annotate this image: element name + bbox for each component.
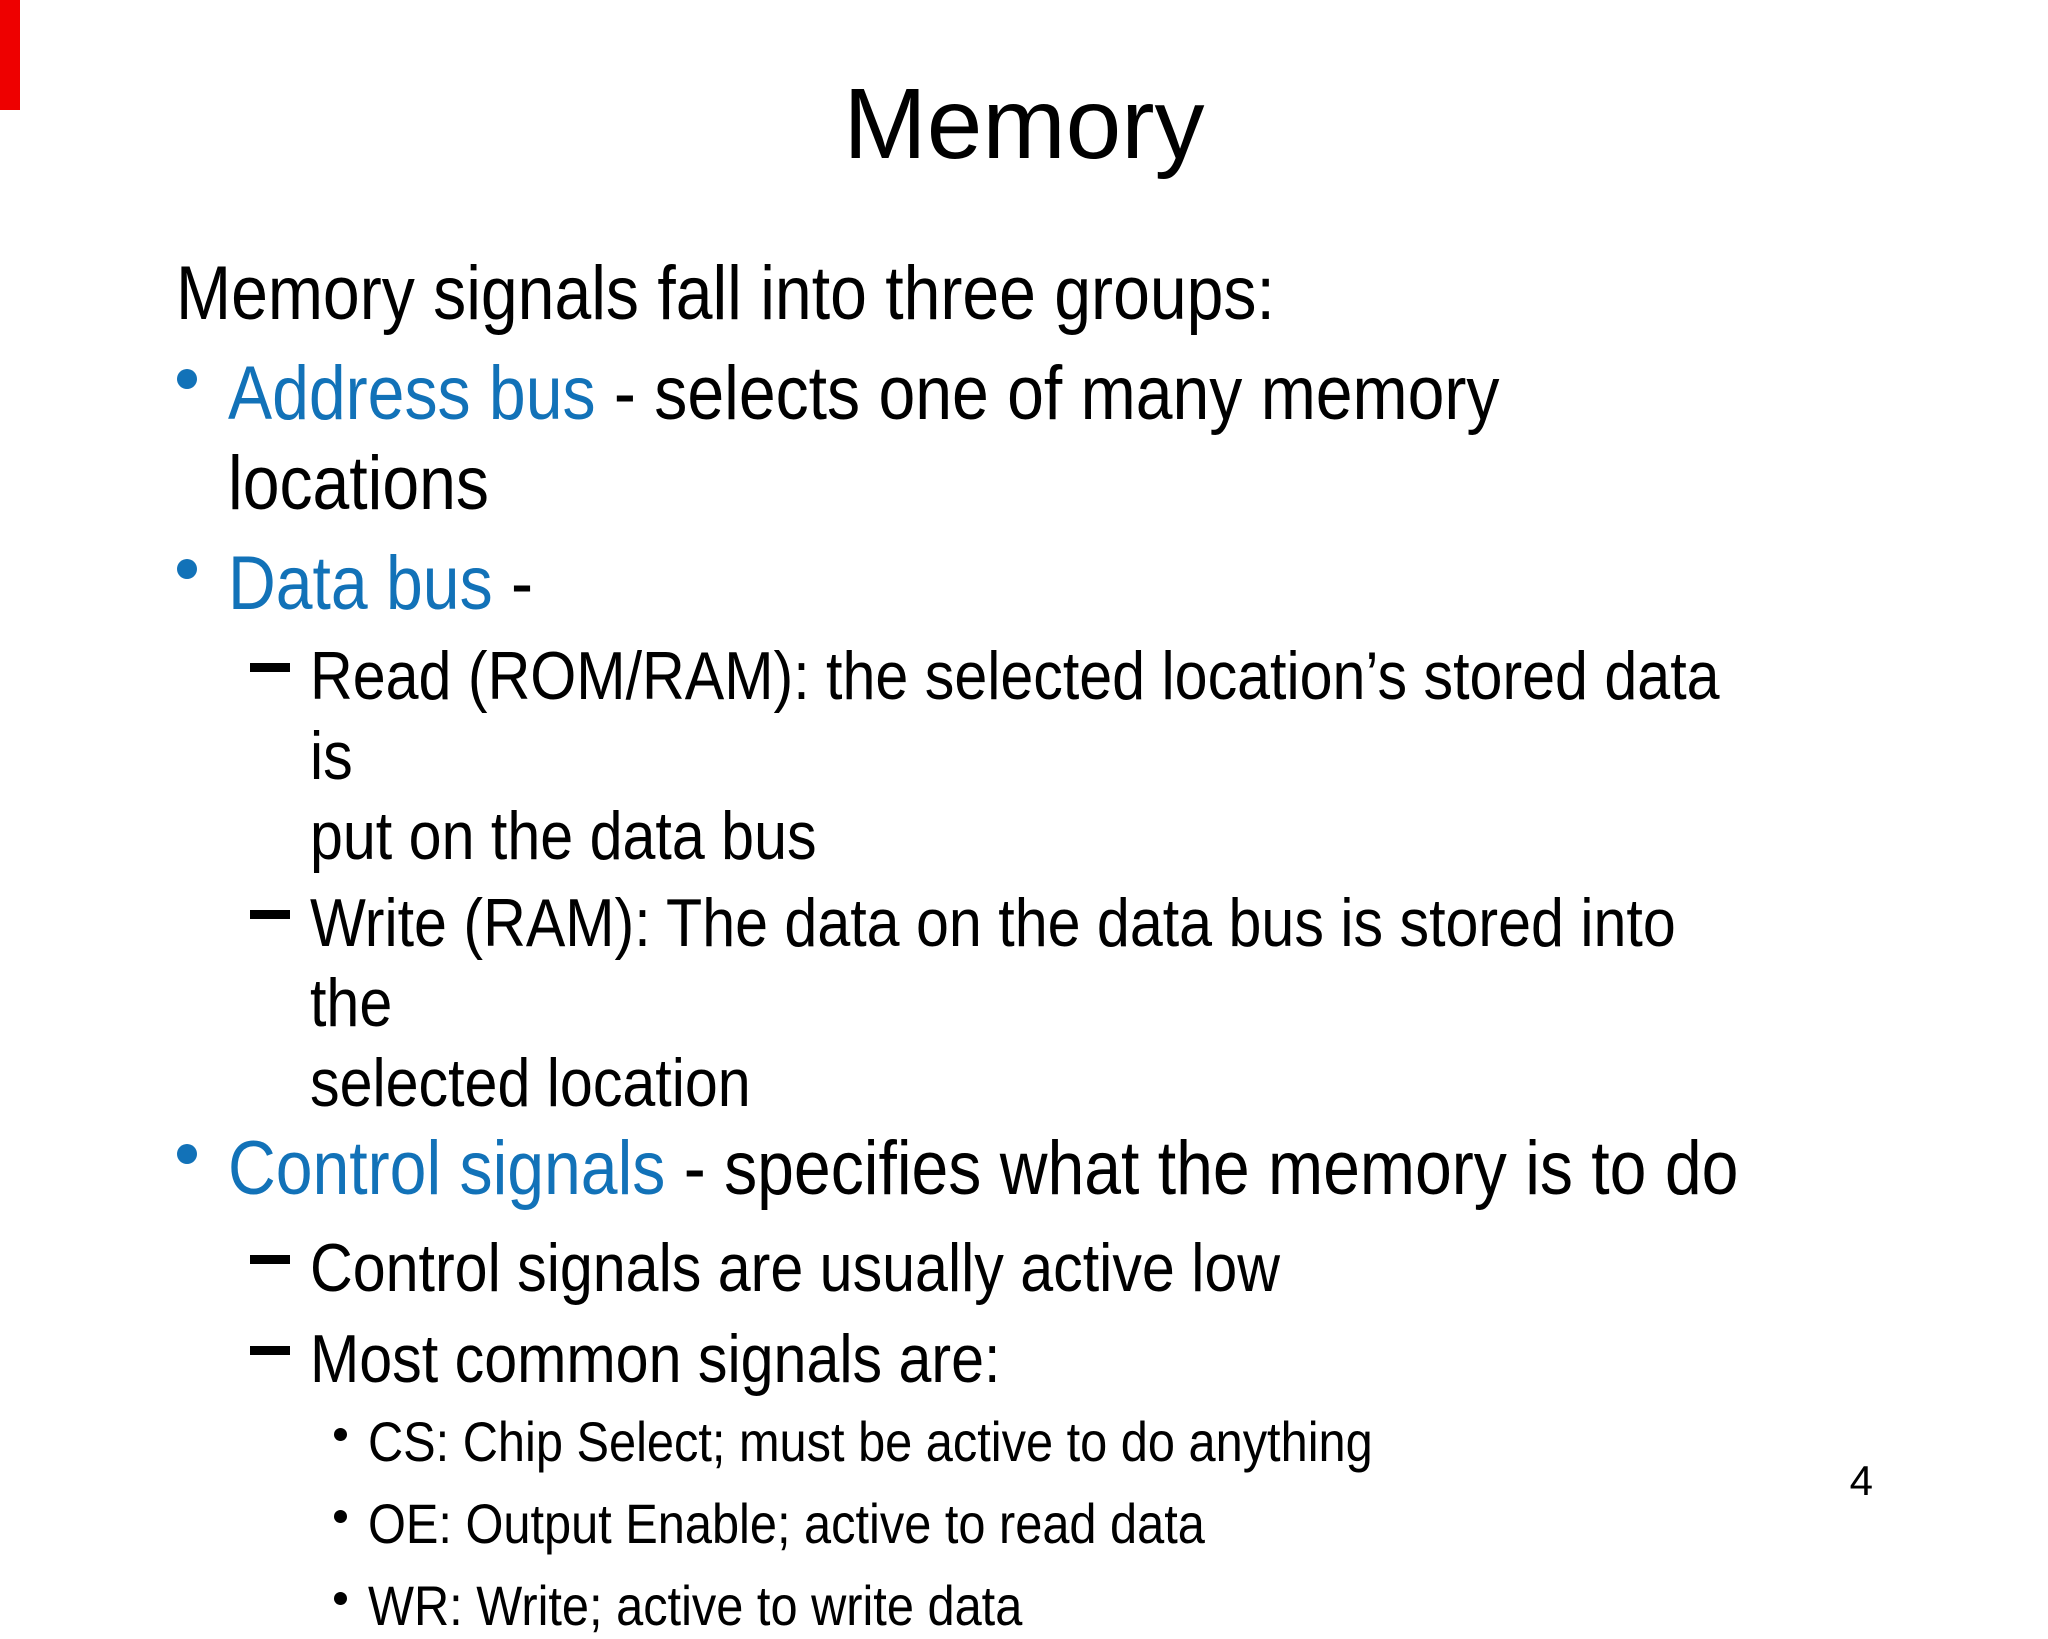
sub-item-active-low: Control signals are usually active low <box>250 1228 1976 1308</box>
sub-item-write: Write (RAM): The data on the data bus is… <box>250 883 1976 1123</box>
small-bullet-icon <box>334 1592 347 1605</box>
sub-sub-item-text: OE: Output Enable; active to read data <box>368 1492 1205 1555</box>
dash-icon <box>250 663 290 672</box>
bullet-rest: - specifies what the memory is to do <box>665 1126 1739 1211</box>
page-number: 4 <box>1849 1457 1873 1504</box>
sub-sub-item-text: WR: Write; active to write data <box>368 1574 1023 1637</box>
sub-item-text: Write (RAM): The data on the data bus is… <box>310 885 1676 1121</box>
small-bullet-icon <box>334 1428 347 1441</box>
intro-text: Memory signals fall into three groups: <box>176 251 1275 336</box>
slide-body: Memory signals fall into three groups: A… <box>176 249 1976 1639</box>
red-corner-marker <box>0 0 20 110</box>
bullet-icon <box>177 559 197 579</box>
bullet-rest: - selects one of many memory locations <box>228 351 1500 526</box>
dash-icon <box>250 910 290 919</box>
slide-title: Memory <box>843 68 1205 180</box>
sub-sub-item-text: CS: Chip Select; must be active to do an… <box>368 1410 1373 1473</box>
bullet-item-control-signals: Control signals - specifies what the mem… <box>176 1124 1976 1214</box>
intro-line: Memory signals fall into three groups: <box>176 249 1976 339</box>
sub-item-text: Control signals are usually active low <box>310 1230 1281 1306</box>
dash-icon <box>250 1255 290 1264</box>
sub-item-text: Most common signals are: <box>310 1321 1001 1397</box>
bullet-item-data-bus: Data bus - <box>176 539 1976 629</box>
bullet-lead: Data bus <box>228 541 493 626</box>
dash-icon <box>250 1346 290 1355</box>
bullet-lead: Address bus <box>228 351 596 436</box>
sub-sub-item-wr: WR: Write; active to write data <box>334 1572 1976 1639</box>
sub-item-text: Read (ROM/RAM): the selected location’s … <box>310 638 1720 874</box>
sub-sub-item-cs: CS: Chip Select; must be active to do an… <box>334 1408 1976 1475</box>
slide: { "slide": { "title": "Memory", "intro":… <box>0 0 1873 1637</box>
bullet-icon <box>177 1144 197 1164</box>
sub-item-read: Read (ROM/RAM): the selected location’s … <box>250 636 1976 876</box>
bullet-icon <box>177 369 197 389</box>
small-bullet-icon <box>334 1510 347 1523</box>
bullet-item-address-bus: Address bus - selects one of many memory… <box>176 349 1976 529</box>
sub-item-most-common: Most common signals are: <box>250 1319 1976 1399</box>
bullet-lead: Control signals <box>228 1126 666 1211</box>
bullet-rest: - <box>492 541 534 626</box>
sub-sub-item-oe: OE: Output Enable; active to read data <box>334 1490 1976 1557</box>
